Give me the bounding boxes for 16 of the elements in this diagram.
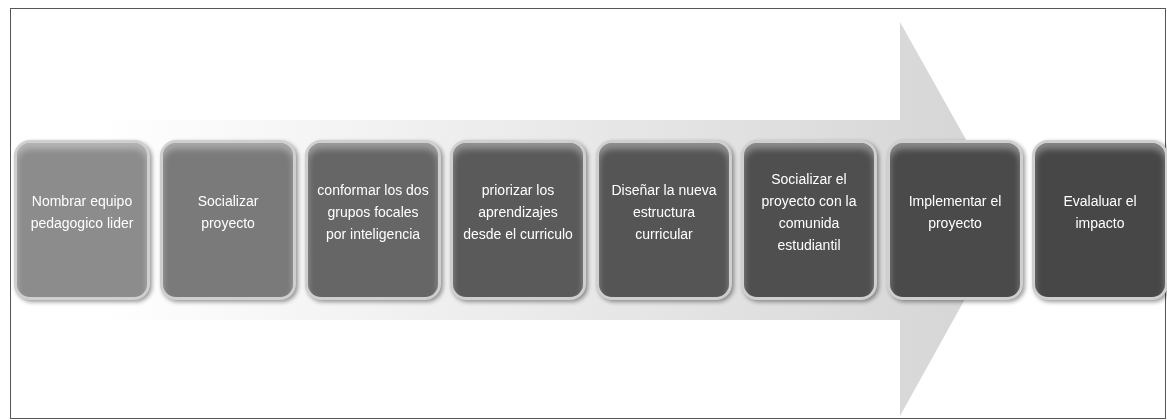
process-box <box>887 140 1023 300</box>
process-box <box>741 140 877 300</box>
step-text: Socializar proyecto <box>196 192 260 233</box>
process-box <box>596 140 732 300</box>
process-box <box>1032 140 1167 300</box>
process-box <box>14 140 150 300</box>
process-box <box>160 140 296 300</box>
step-text: conformar los dos grupos focales por inteligencia <box>316 181 430 244</box>
step-text: Diseñar la nueva estructura curricular <box>610 181 718 244</box>
process-box <box>305 140 441 300</box>
process-box <box>450 140 586 300</box>
step-text: Nombrar equipo pedagogico lider <box>29 192 135 233</box>
step-text: Socializar el proyecto con la comunida estudiantil <box>760 170 858 255</box>
step-text: Implementar el proyecto <box>907 192 1003 233</box>
step-text: priorizar los aprendizajes desde el curriculo <box>462 181 574 244</box>
step-text: Evalaluar el impacto <box>1062 192 1138 233</box>
